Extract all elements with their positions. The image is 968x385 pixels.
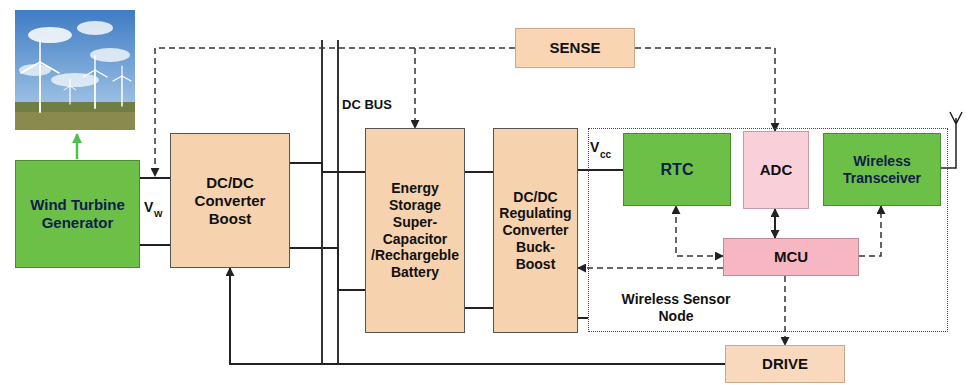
rtc-box: RTC bbox=[623, 133, 731, 206]
storage-box: Energy Storage Super-Capacitor /Recharge… bbox=[365, 128, 465, 333]
box-label: MCU bbox=[771, 248, 811, 266]
power-line bbox=[578, 169, 623, 171]
box-label: DRIVE bbox=[759, 355, 811, 373]
power-line bbox=[140, 177, 170, 179]
voltage-symbol: V bbox=[590, 140, 599, 154]
converter-box: DC/DC Converter Boost bbox=[170, 133, 290, 268]
box-label: DC/DC Converter Boost bbox=[171, 174, 289, 228]
box-label: Wireless Transceiver bbox=[824, 153, 940, 187]
mcu-box: MCU bbox=[723, 238, 859, 276]
box-label: SENSE bbox=[547, 39, 604, 57]
power-line bbox=[465, 171, 493, 173]
wind-farm-photo bbox=[15, 10, 135, 130]
bus-label: DC BUS bbox=[342, 98, 392, 111]
antenna-symbol bbox=[940, 112, 962, 168]
box-label: DC/DC Regulating Converter Buck-Boost bbox=[494, 189, 577, 273]
control-line bbox=[859, 206, 881, 256]
control-line bbox=[676, 206, 723, 256]
power-line bbox=[578, 317, 588, 319]
voltage-subscript: W bbox=[154, 210, 163, 219]
transceiver-box: Wireless Transceiver bbox=[823, 133, 941, 206]
power-line bbox=[290, 163, 365, 172]
sensor-node-region: Wireless Sensor Node RTC ADC Wireless Trans… bbox=[588, 128, 948, 332]
dc-bus-line bbox=[337, 40, 339, 365]
converter-box: DC/DC Regulating Converter Buck-Boost bbox=[493, 128, 578, 333]
power-line bbox=[290, 248, 365, 290]
control-line bbox=[578, 267, 723, 269]
box-label: Wind Turbine Generator bbox=[16, 196, 139, 232]
sense-box: SENSE bbox=[515, 28, 635, 68]
power-line bbox=[774, 209, 776, 238]
control-line bbox=[415, 48, 515, 128]
dc-bus-line bbox=[321, 40, 323, 365]
voltage-symbol: V bbox=[144, 200, 153, 214]
region-label: Wireless Sensor Node bbox=[611, 291, 741, 325]
power-line bbox=[140, 244, 170, 246]
box-label: Energy Storage Super-Capacitor /Recharge… bbox=[366, 180, 464, 281]
generator-arrow bbox=[76, 134, 79, 159]
generator-box: Wind Turbine Generator bbox=[15, 160, 140, 268]
drive-box: DRIVE bbox=[725, 345, 845, 383]
control-line bbox=[784, 276, 786, 345]
power-line bbox=[465, 307, 493, 309]
voltage-subscript: cc bbox=[600, 150, 611, 160]
control-line bbox=[635, 48, 775, 131]
power-line bbox=[230, 268, 725, 364]
box-label: RTC bbox=[658, 160, 697, 179]
box-label: ADC bbox=[757, 161, 796, 179]
adc-box: ADC bbox=[743, 131, 809, 209]
